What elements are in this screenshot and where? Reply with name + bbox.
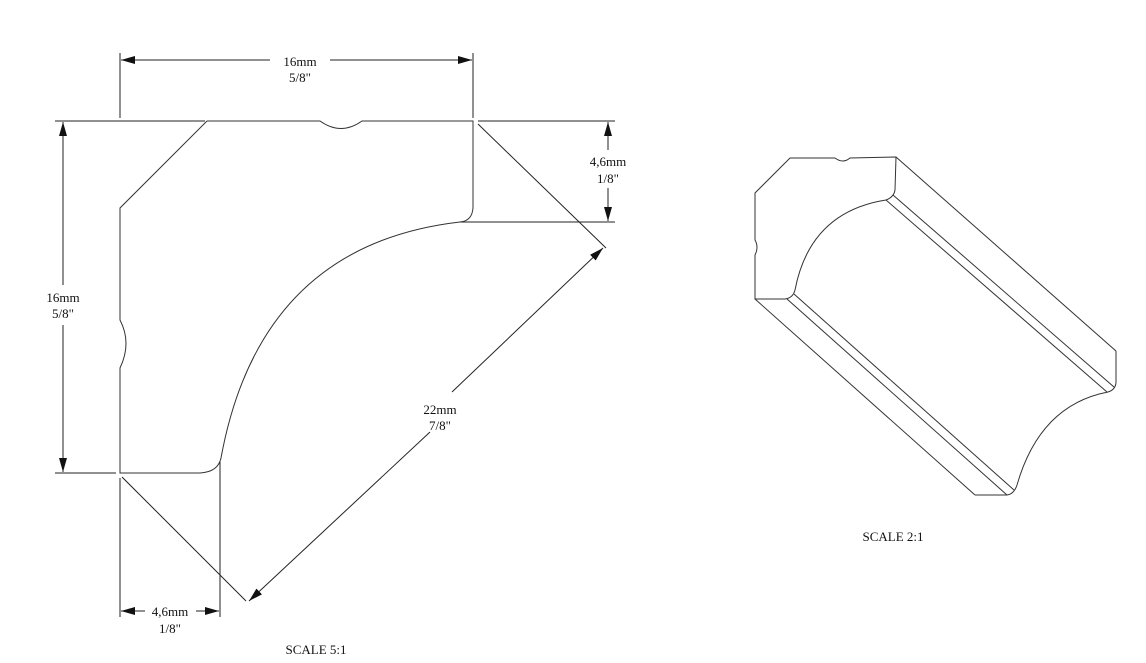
diagonal-imperial: 7/8"	[429, 418, 451, 433]
iso-scale-label: SCALE 2:1	[862, 529, 923, 544]
section-profile	[119, 120, 474, 474]
dimension-width: 16mm 5/8"	[121, 54, 472, 85]
extension-lines	[55, 53, 615, 617]
bottom-offset-imperial: 1/8"	[159, 621, 181, 636]
isometric-view	[754, 156, 1117, 496]
bottom-offset-metric: 4,6mm	[152, 604, 188, 619]
dimension-diagonal: 22mm 7/8"	[248, 247, 604, 602]
height-metric: 16mm	[46, 290, 79, 305]
dimension-bottom-offset: 4,6mm 1/8"	[121, 604, 219, 636]
height-imperial: 5/8"	[52, 306, 74, 321]
dimension-right-offset: 4,6mm 1/8"	[590, 122, 626, 221]
width-imperial: 5/8"	[289, 70, 311, 85]
right-offset-imperial: 1/8"	[597, 171, 619, 186]
diagonal-metric: 22mm	[423, 402, 456, 417]
width-metric: 16mm	[283, 54, 316, 69]
section-scale-label: SCALE 5:1	[285, 642, 346, 657]
right-offset-metric: 4,6mm	[590, 154, 626, 169]
dimension-height: 16mm 5/8"	[46, 122, 80, 472]
